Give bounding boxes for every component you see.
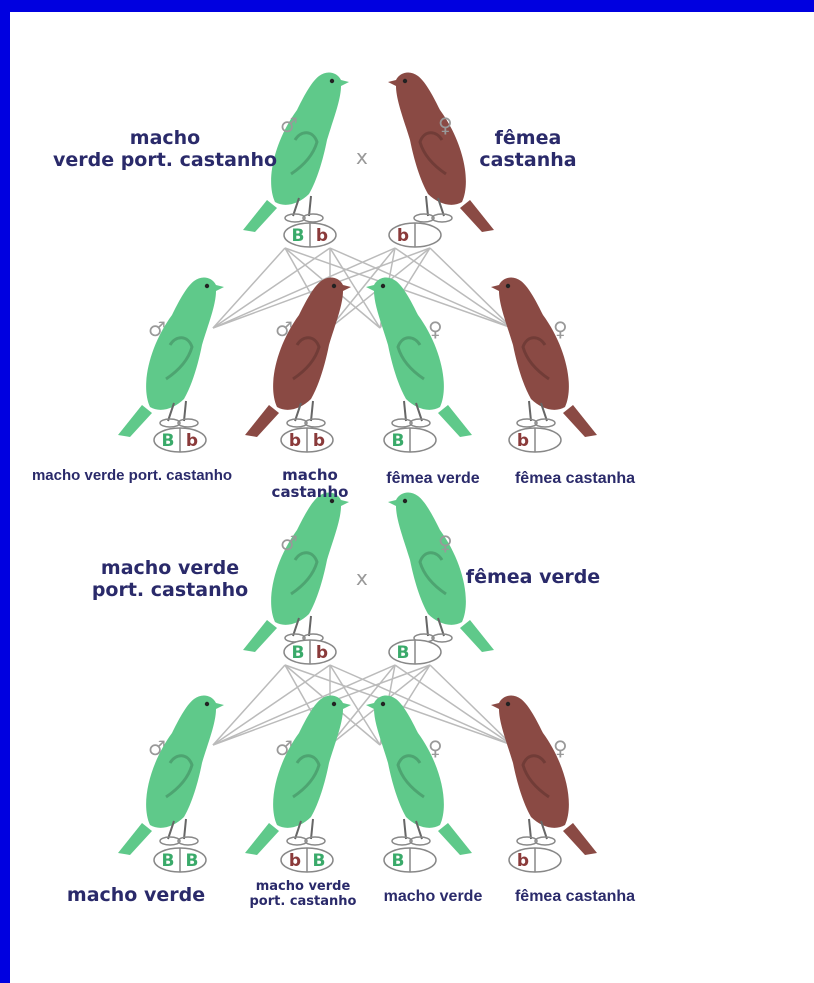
sex-symbol: ♂ [148, 736, 166, 760]
female-symbol: ♀ [438, 113, 453, 137]
female-symbol: ♀ [438, 531, 453, 555]
cross-line [212, 247, 286, 329]
offspring-label-2-4: fêmea castanha [514, 888, 636, 905]
allele-B: B [392, 431, 405, 451]
offspring-label-1-1: macho verde port. castanho [31, 467, 233, 484]
sex-symbol: ♀ [553, 317, 568, 341]
allele-B: B [392, 851, 405, 871]
cross-line [212, 664, 286, 746]
allele-B: B [162, 851, 175, 871]
allele-B: B [397, 643, 410, 663]
genotype-offspring-1-4: b [508, 427, 562, 453]
cross-line [329, 664, 396, 746]
offspring-bird-2-3 [364, 694, 474, 857]
cross2-male-label: macho verde port. castanho [91, 557, 249, 601]
offspring-bird-1-3 [364, 276, 474, 439]
cross-symbol: x [356, 566, 368, 590]
offspring-label-1-2: macho castanho [271, 466, 349, 502]
genotype-parent-female-1: b [388, 222, 442, 248]
offspring-label-2-2: macho verde port. castanho [249, 879, 357, 909]
offspring-label-2-3: macho verde [383, 888, 483, 905]
offspring-bird-2-2 [243, 694, 353, 857]
cross-line [212, 664, 396, 746]
allele-b: b [289, 431, 301, 451]
cross-line [212, 247, 396, 329]
male-symbol: ♂ [280, 113, 298, 137]
allele-b: b [313, 431, 325, 451]
sex-symbol: ♀ [428, 736, 443, 760]
offspring-bird-1-2 [243, 276, 353, 439]
allele-b: b [289, 851, 301, 871]
cross-symbol: x [356, 145, 368, 169]
allele-B: B [292, 643, 305, 663]
cross1-female-label: fêmea castanha [479, 127, 577, 171]
allele-b: b [316, 643, 328, 663]
offspring-bird-1-4 [489, 276, 599, 439]
genotype-offspring-2-3: B [383, 847, 437, 873]
allele-B: B [162, 431, 175, 451]
allele-B: B [313, 851, 326, 871]
allele-b: b [517, 851, 529, 871]
genotype-offspring-2-4: b [508, 847, 562, 873]
offspring-label-1-4: fêmea castanha [514, 470, 636, 487]
cross-line [429, 247, 513, 329]
cross-line [212, 247, 331, 329]
cross-line [329, 247, 513, 329]
allele-b: b [186, 431, 198, 451]
allele-b: b [397, 226, 409, 246]
allele-b: b [316, 226, 328, 246]
cross-line [329, 664, 513, 746]
cross-line [329, 664, 381, 746]
offspring-label-1-3: fêmea verde [386, 470, 480, 487]
cross-line [212, 664, 331, 746]
cross-line [329, 247, 381, 329]
cross-line [429, 664, 513, 746]
male-symbol: ♂ [280, 531, 298, 555]
sex-symbol: ♂ [275, 317, 293, 341]
offspring-bird-2-1 [116, 694, 226, 857]
cross1-male-label: macho verde port. castanho [52, 127, 278, 171]
sex-symbol: ♀ [553, 736, 568, 760]
allele-B: B [186, 851, 199, 871]
sex-symbol: ♀ [428, 317, 443, 341]
cross2-female-label: fêmea verde [465, 566, 601, 588]
sex-symbol: ♂ [148, 317, 166, 341]
sex-symbol: ♂ [275, 736, 293, 760]
offspring-bird-1-1 [116, 276, 226, 439]
offspring-bird-2-4 [489, 694, 599, 857]
offspring-label-2-1: macho verde [66, 884, 206, 906]
genotype-offspring-1-3: B [383, 427, 437, 453]
allele-b: b [517, 431, 529, 451]
cross-line [329, 247, 396, 329]
allele-B: B [292, 226, 305, 246]
genotype-parent-female-2: B [388, 639, 442, 665]
